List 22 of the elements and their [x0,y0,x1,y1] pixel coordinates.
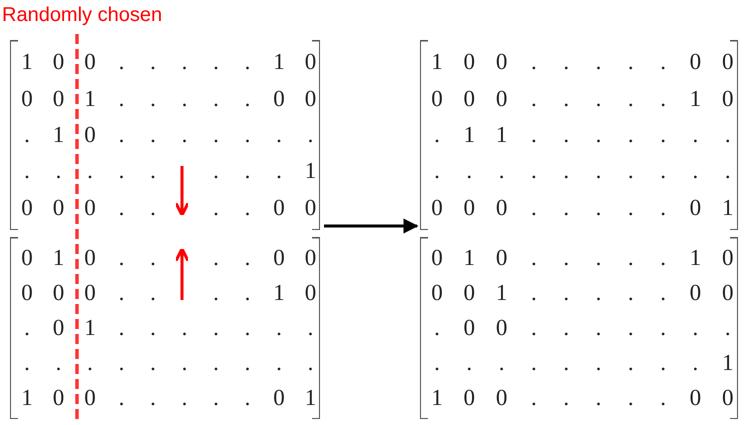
matrix-row-text: 0 1 0 . . . . . 1 0 [430,244,734,272]
matrix-row-text: . . . . . . . . . . [433,157,732,186]
matrix-row-text: 0 0 0 . . . . . 0 1 [430,194,734,222]
matrix-row-text: . . . . . . . . . . [23,348,314,377]
matrix-row-text: 1 0 0 . . . . . 1 0 [20,48,318,76]
matrix-row-text: . 0 1 . . . . . . . [23,314,314,342]
matrix-row-text: 1 0 0 . . . . . 0 1 [20,384,318,412]
matrix-row-text: 0 0 0 . . . . . 1 0 [430,84,734,113]
matrix-row-text: . . . . . . . . . 1 [433,348,734,377]
matrix-row-text: 0 0 1 . . . . . 0 0 [20,84,318,113]
matrix-row-text: 0 0 1 . . . . . 0 0 [430,279,734,308]
matrix-row-text: 0 0 0 . . . . 1 0 [20,279,318,308]
matrix-row-text: 0 0 0 . . . . 0 0 [20,194,318,222]
matrix-row-text: 1 0 0 . . . . . 0 0 [430,48,734,76]
matrix-row-text: . . . . . . . . 1 [23,157,318,186]
matrix-row-text: 0 1 0 . . . . 0 0 [20,244,318,272]
annotation-text: Randomly chosen [2,4,162,27]
matrix-row-text: . 1 1 . . . . . . . [433,121,732,149]
arrow [324,218,418,234]
matrix-row-text: . 1 0 . . . . . . . [23,121,314,149]
matrix-row-text: . 0 0 . . . . . . . [433,314,732,342]
matrix-row-text: 1 0 0 . . . . . 0 0 [430,384,734,412]
